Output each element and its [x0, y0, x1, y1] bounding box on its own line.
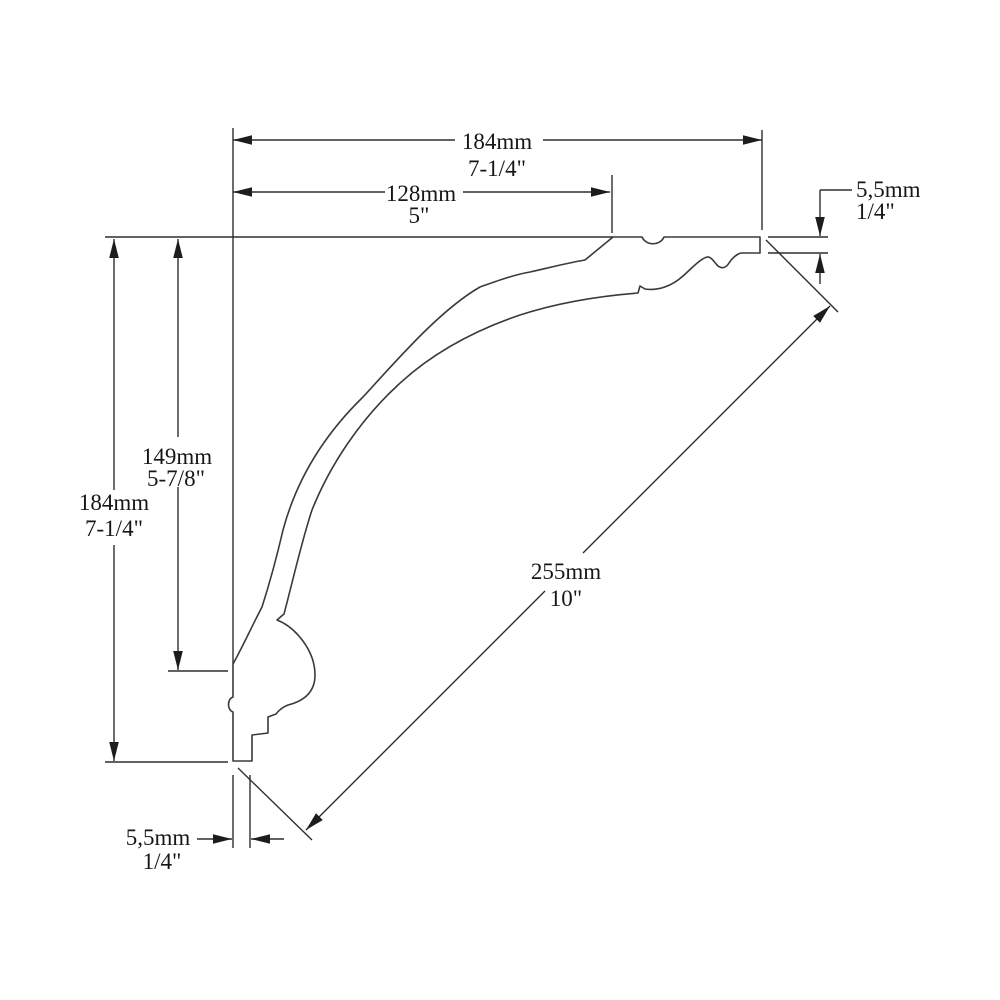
- dim-left-partial-height-metric-label: 149mm: [142, 444, 212, 469]
- dim-diagonal-imperial-label: 10": [550, 586, 582, 611]
- dim-bottom-thickness: 5,5mm 1/4": [126, 775, 284, 874]
- dim-top-partial-width-imperial-label: 5": [409, 203, 430, 228]
- dim-right-thickness-metric-label: 5,5mm: [856, 177, 921, 202]
- dim-diagonal-face: 255mm 10": [237, 239, 839, 841]
- dim-top-width: 184mm 7-1/4": [233, 129, 763, 230]
- dim-top-partial-width: 128mm 5": [233, 175, 613, 233]
- dim-diagonal-arrow-lower: [305, 590, 546, 831]
- dim-diagonal-extension-bottom: [237, 767, 313, 841]
- dim-diagonal-arrow-upper: [582, 305, 831, 554]
- dim-diagonal-extension-top: [765, 239, 839, 313]
- molding-profile-outline: [227, 236, 761, 762]
- dim-top-width-metric-label: 184mm: [462, 129, 532, 154]
- dim-left-partial-height-imperial-label: 5-7/8": [147, 466, 205, 491]
- dim-left-height: 184mm 7-1/4": [79, 239, 228, 763]
- dim-top-partial-width-metric-label: 128mm: [386, 181, 456, 206]
- dim-top-width-imperial-label: 7-1/4": [468, 156, 526, 181]
- dim-right-thickness-imperial-label: 1/4": [856, 199, 895, 224]
- dim-left-partial-height: 149mm 5-7/8": [142, 239, 228, 672]
- dim-left-height-metric-label: 184mm: [79, 490, 149, 515]
- dim-bottom-thickness-imperial-label: 1/4": [143, 849, 182, 874]
- molding-profile: [227, 236, 761, 762]
- dim-left-height-imperial-label: 7-1/4": [85, 516, 143, 541]
- dim-right-thickness: 5,5mm 1/4": [768, 177, 921, 284]
- dim-bottom-thickness-metric-label: 5,5mm: [126, 825, 191, 850]
- reference-lines: [105, 128, 613, 664]
- dim-diagonal-metric-label: 255mm: [531, 559, 601, 584]
